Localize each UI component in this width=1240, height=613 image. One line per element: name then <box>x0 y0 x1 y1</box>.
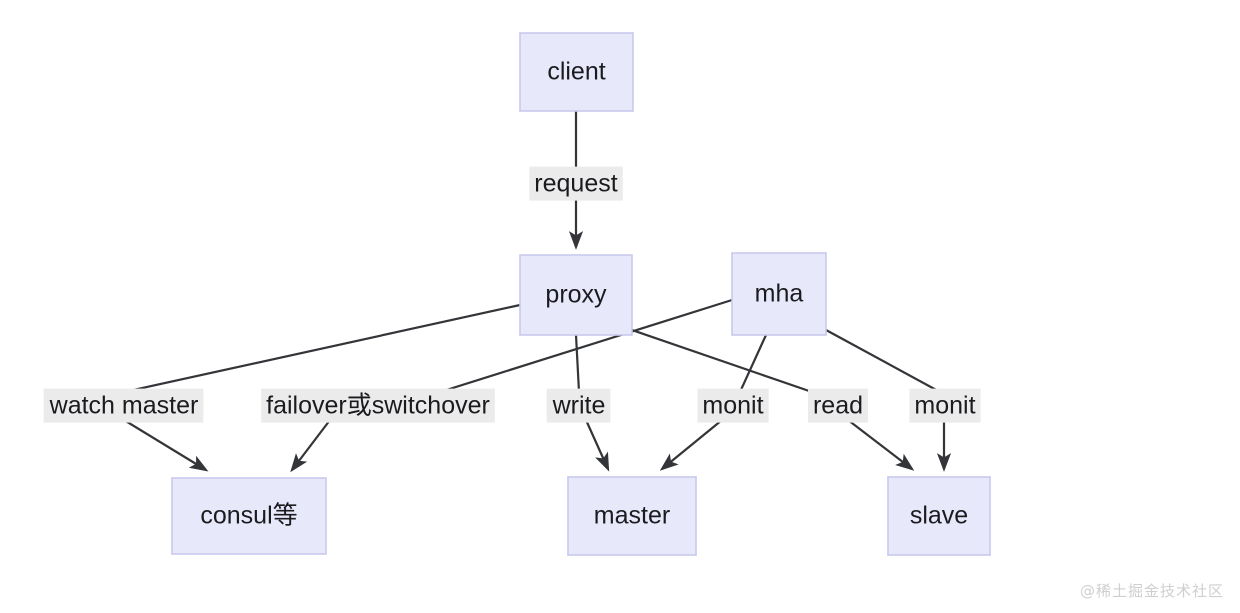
node-label: consul等 <box>200 502 297 530</box>
edge-mha-consul <box>290 298 733 473</box>
edge-label-text: request <box>534 170 617 198</box>
edge-proxy-master <box>574 334 610 472</box>
edge-label-proxy-master: write <box>546 388 611 423</box>
edge-label-mha-slave: monit <box>909 388 981 423</box>
node-box <box>171 477 327 555</box>
edge-mha-master <box>659 334 768 471</box>
edge-segment <box>738 334 768 393</box>
edge-segment <box>439 298 733 394</box>
edge-label-mha-master: monit <box>697 388 769 423</box>
node-proxy[interactable]: proxy <box>519 254 633 336</box>
node-box <box>519 254 633 336</box>
edge-segment-arrow <box>847 419 915 471</box>
edge-label-background <box>909 388 981 423</box>
edge-label-text: read <box>813 392 863 420</box>
node-box <box>519 32 634 112</box>
edge-segment-arrow <box>123 419 209 472</box>
edge-segment-arrow <box>584 419 610 472</box>
edge-segment-arrow <box>659 419 723 471</box>
nodes-layer: client proxy mha consul等 master slave <box>171 32 991 556</box>
watermark: @稀土掘金技术社区 <box>1079 582 1224 600</box>
node-mha[interactable]: mha <box>731 252 827 336</box>
edge-labels-layer: request watch master failover或switchover wr… <box>43 166 981 423</box>
edge-mha-slave <box>825 329 952 472</box>
node-client[interactable]: client <box>519 32 634 112</box>
edge-label-background <box>807 388 869 423</box>
node-box <box>567 476 697 556</box>
edge-label-background <box>43 388 204 423</box>
edges-layer <box>123 111 952 473</box>
node-label: slave <box>910 502 968 530</box>
node-consul[interactable]: consul等 <box>171 477 327 555</box>
edge-label-mha-consul: failover或switchover <box>261 388 495 423</box>
edge-label-client-proxy: request <box>529 166 623 201</box>
node-master[interactable]: master <box>567 476 697 556</box>
edge-label-text: monit <box>914 392 975 420</box>
edge-label-proxy-slave: read <box>807 388 869 423</box>
edge-segment-arrow <box>290 419 331 473</box>
edge-proxy-consul <box>123 303 521 472</box>
edge-label-background <box>261 388 495 423</box>
edge-label-text: watch master <box>49 392 199 420</box>
edge-label-text: failover或switchover <box>266 392 490 420</box>
node-label: client <box>547 58 605 86</box>
edge-label-background <box>529 166 623 201</box>
node-label: mha <box>755 280 804 308</box>
edge-segment <box>631 328 813 394</box>
node-slave[interactable]: slave <box>887 476 991 556</box>
node-label: proxy <box>545 281 607 309</box>
edge-proxy-slave <box>631 328 915 471</box>
edge-segment <box>574 334 581 393</box>
edge-label-proxy-consul: watch master <box>43 388 204 423</box>
edge-label-background <box>546 388 611 423</box>
edge-segment <box>123 303 521 394</box>
edge-segment <box>825 329 941 393</box>
edge-label-text: monit <box>702 392 763 420</box>
edge-label-text: write <box>552 392 606 420</box>
node-box <box>731 252 827 336</box>
node-label: master <box>594 502 670 530</box>
node-box <box>887 476 991 556</box>
edge-label-background <box>697 388 769 423</box>
